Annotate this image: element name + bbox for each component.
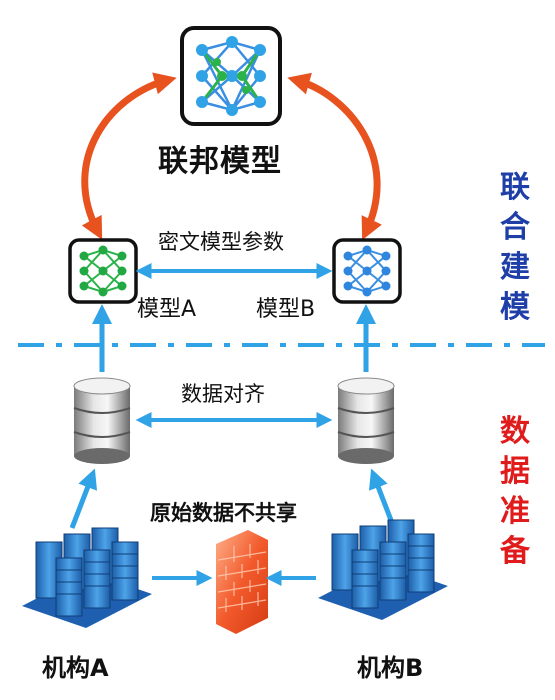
server-rack-icon: [22, 527, 152, 628]
data-prep-side-label: 数 据 准 备: [490, 412, 540, 572]
arrow-org-a-to-db: [69, 468, 98, 529]
side-top-char: 模: [500, 290, 530, 325]
server-rack-icon: [318, 519, 448, 620]
federated-model-title: 联邦模型: [158, 144, 282, 179]
side-top-char: 合: [500, 210, 530, 245]
side-top-char: 联: [500, 170, 530, 205]
orange-arrow-right: [287, 72, 382, 241]
org-a-label: 机构A: [42, 654, 109, 682]
model-a-label: 模型A: [137, 297, 197, 322]
database-icon: [73, 377, 131, 464]
neural-network-icon: [332, 238, 402, 304]
cipher-params-label: 密文模型参数: [158, 230, 284, 254]
neural-network-icon: [68, 238, 138, 304]
side-bottom-char: 准: [500, 494, 530, 529]
no-share-label: 原始数据不共享: [150, 501, 297, 525]
org-b-label: 机构B: [357, 654, 424, 682]
side-bottom-char: 数: [500, 414, 530, 449]
joint-modeling-side-label: 联 合 建 模: [490, 168, 540, 328]
arrow-org-b-to-db: [368, 468, 397, 529]
side-bottom-char: 备: [500, 534, 530, 569]
model-b-label: 模型B: [256, 297, 316, 322]
database-icon: [337, 377, 395, 464]
side-top-char: 建: [500, 250, 530, 285]
firewall-icon: [216, 530, 268, 634]
data-align-label: 数据对齐: [181, 382, 265, 406]
side-bottom-char: 据: [500, 454, 530, 489]
neural-network-icon: [180, 26, 282, 126]
orange-arrow-left: [81, 72, 177, 240]
